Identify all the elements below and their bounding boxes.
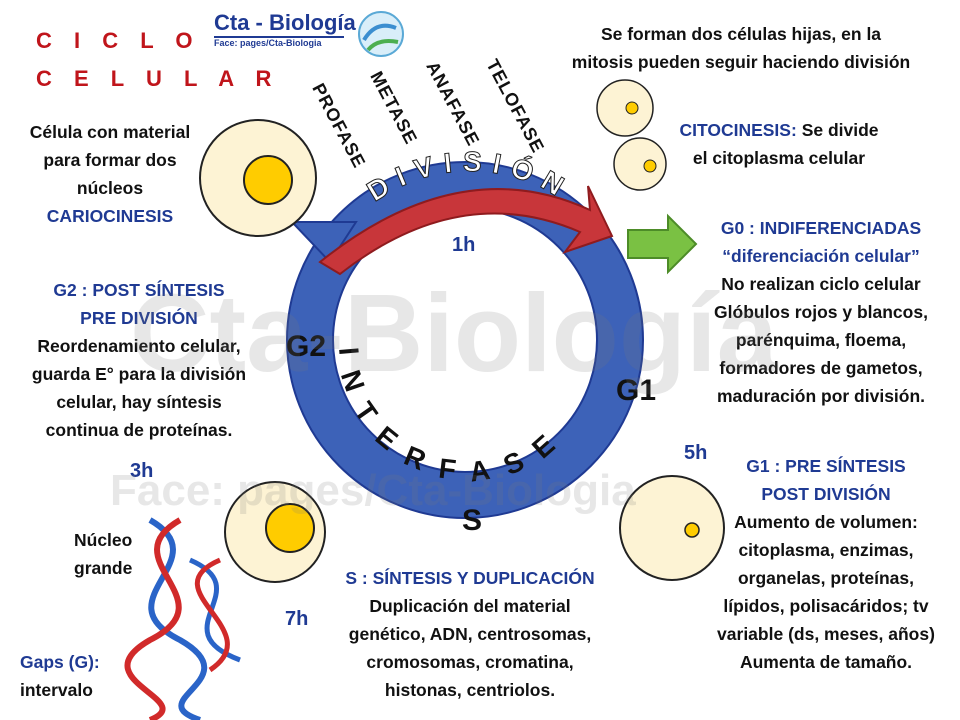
citocinesis-text: CITOCINESIS: Se divide el citoplasma cel… xyxy=(679,120,879,168)
title-line-2: C E L U L A R xyxy=(36,66,280,91)
cariocinesis-text: Célula con material para formar dos núcl… xyxy=(29,122,191,226)
gaps-text: Gaps (G): intervalo xyxy=(20,652,100,700)
phase-telofase: TELOFASE xyxy=(482,56,549,157)
s-label: S xyxy=(462,504,483,537)
g1-text: G1 : PRE SÍNTESIS POST DIVISIÓN Aumento … xyxy=(717,456,935,672)
hour-5h: 5h xyxy=(684,442,708,464)
logo-subtitle: Face: pages/Cta-Biologia xyxy=(214,36,344,48)
division-label: DIVISIÓN xyxy=(362,146,578,207)
watermark-sub: Face: pages/Cta-Biologia xyxy=(110,466,636,515)
watermark-main: Cta-Biología xyxy=(130,272,778,395)
logo-globe-icon xyxy=(358,11,404,57)
logo-name: Cta - Biología xyxy=(214,10,356,35)
title-line-1: C I C L O xyxy=(36,28,201,53)
g2-text: G2 : POST SÍNTESIS PRE DIVISIÓN Reordena… xyxy=(31,280,247,440)
g2-label: G2 xyxy=(286,330,327,363)
dna-helix-icon xyxy=(124,517,241,720)
logo: Cta - Biología Face: pages/Cta-Biologia xyxy=(214,10,414,60)
daughter-cells-text: Se forman dos células hijas, en la mitos… xyxy=(571,24,911,72)
g0-text: G0 : INDIFERENCIADAS “diferenciación cel… xyxy=(714,218,928,406)
hour-7h: 7h xyxy=(285,608,309,630)
s-text: S : SÍNTESIS Y DUPLICACIÓN Duplicación d… xyxy=(345,568,595,700)
hour-1h: 1h xyxy=(452,234,476,256)
phase-profase: PROFASE xyxy=(308,80,370,172)
phase-metase: METASE xyxy=(366,68,422,148)
daughter-cell-1 xyxy=(596,79,654,137)
daughter-cell-2 xyxy=(613,137,667,191)
division-arrow xyxy=(318,185,614,276)
g1-label: G1 xyxy=(616,374,657,407)
nucleo-grande-text: Núcleo grande xyxy=(74,530,133,578)
phase-anafase: ANAFASE xyxy=(422,58,484,150)
cell-top-left xyxy=(199,119,317,237)
g2-arrowhead xyxy=(289,221,358,264)
hour-3h: 3h xyxy=(130,460,154,482)
g0-arrow xyxy=(627,213,698,275)
